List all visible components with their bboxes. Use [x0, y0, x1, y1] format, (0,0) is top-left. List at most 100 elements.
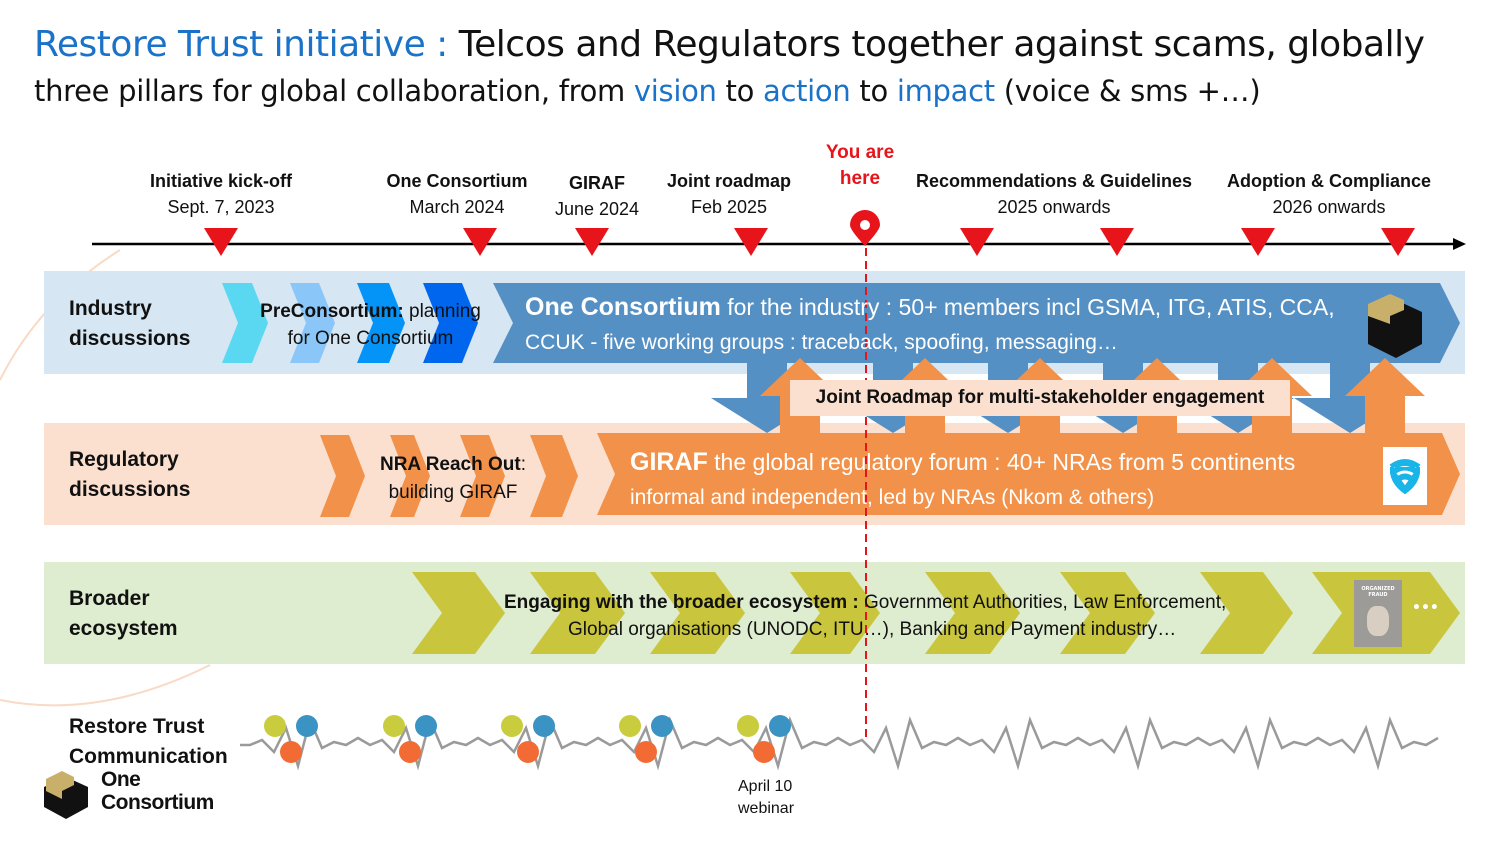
preconsortium-line2: for One Consortium: [287, 328, 454, 349]
one-consortium-text: One Consortium for the industry : 50+ me…: [525, 290, 1335, 360]
webinar-text: webinar: [738, 800, 795, 817]
label-line: Broader: [69, 587, 150, 610]
subtitle-text: three pillars for global collaboration, …: [34, 74, 634, 108]
communication-dot-icon: [296, 715, 318, 737]
report-title: ORGANIZED FRAUD: [1361, 586, 1395, 598]
one-consortium-logo-icon: [40, 765, 92, 821]
webinar-date: April 10: [738, 778, 793, 795]
industry-chevron: [423, 283, 478, 363]
milestone-marker-icon: [463, 228, 497, 256]
regulatory-chevron: [390, 435, 430, 517]
broader-chevron: [790, 572, 880, 654]
broader-bold: Engaging with the broader ecosystem :: [504, 592, 859, 613]
nra-line2: building GIRAF: [388, 482, 518, 503]
milestone-title: Adoption & Compliance: [1227, 171, 1431, 191]
page-subtitle: three pillars for global collaboration, …: [34, 74, 1261, 108]
broader-chevron: [1060, 572, 1155, 654]
milestone-marker-icon: [960, 228, 994, 256]
one-consortium-arrow: [493, 283, 1460, 363]
joint-roadmap-label: Joint Roadmap for multi-stakeholder enga…: [790, 380, 1290, 416]
giraf-logo-icon: [1383, 447, 1427, 505]
webinar-label: April 10 webinar: [738, 776, 794, 820]
industry-chevron: [357, 283, 405, 363]
subtitle-text: (voice & sms +…): [994, 74, 1261, 108]
communication-wave: [240, 716, 1439, 771]
you-are-here-line2: here: [839, 168, 881, 189]
you-are-here-line1: You are: [825, 142, 895, 163]
nra-bold: NRA Reach Out: [379, 454, 521, 475]
milestone-title: Initiative kick-off: [149, 171, 293, 191]
one-consortium-bold: One Consortium: [525, 293, 721, 321]
label-line: Communication: [69, 745, 228, 768]
label-line: Restore Trust: [69, 715, 205, 738]
location-pin-icon: [860, 220, 870, 230]
up-arrow-icon: [1345, 358, 1425, 433]
milestone-title: Recommendations & Guidelines: [915, 171, 1193, 191]
communication-dot-icon: [619, 715, 641, 737]
milestone-recommendations: Recommendations & Guidelines 2025 onwards: [916, 168, 1192, 220]
milestone-title: GIRAF: [568, 173, 625, 193]
milestone-marker-icon: [204, 228, 238, 256]
milestone-title: One Consortium: [386, 171, 528, 191]
industry-chevron: [290, 283, 335, 363]
subtitle-text: to: [716, 74, 763, 108]
broader-line2: Global organisations (UNODC, ITU…), Bank…: [568, 619, 1177, 640]
communication-dot-icon: [533, 715, 555, 737]
logo-line2: Consortium: [101, 791, 214, 814]
communication-dot-icon: [280, 741, 302, 763]
title-highlight: Restore Trust initiative :: [34, 24, 448, 65]
title-rest: Telcos and Regulators together against s…: [447, 24, 1425, 65]
milestone-marker-icon: [1100, 228, 1134, 256]
milestone-title: Joint roadmap: [666, 171, 792, 191]
row-label-industry: Industry discussions: [69, 294, 190, 354]
subtitle-action: action: [762, 74, 851, 108]
communication-dot-icon: [753, 741, 775, 763]
broader-ecosystem-text: Engaging with the broader ecosystem : Go…: [504, 589, 1226, 643]
milestone-adoption: Adoption & Compliance 2026 onwards: [1227, 168, 1431, 220]
broader-chevron: [1200, 572, 1293, 654]
regulatory-chevron: [460, 435, 505, 517]
giraf-bold: GIRAF: [630, 448, 708, 476]
nra-rest: :: [520, 454, 527, 475]
broader-chevron: [650, 572, 745, 654]
giraf-rest: the global regulatory forum : 40+ NRAs f…: [707, 449, 1296, 475]
regulatory-chevron: [530, 435, 578, 517]
label-line: discussions: [69, 327, 191, 350]
communication-dot-icon: [415, 715, 437, 737]
milestone-date: 2026 onwards: [1272, 197, 1386, 217]
broader-chevron: [530, 572, 625, 654]
label-line: Regulatory: [69, 448, 179, 471]
communication-dot-icon: [264, 715, 286, 737]
subtitle-impact: impact: [896, 74, 995, 108]
milestone-date: 2025 onwards: [997, 197, 1111, 217]
broader-chevron: [412, 572, 505, 654]
page-title: Restore Trust initiative : Telcos and Re…: [34, 24, 1425, 65]
one-consortium-line2: CCUK - five working groups : traceback, …: [525, 331, 1118, 354]
communication-dot-icon: [635, 741, 657, 763]
milestone-date: Feb 2025: [690, 197, 768, 217]
giraf-arrow: [597, 433, 1460, 515]
regulatory-chevron: [320, 435, 365, 517]
giraf-text: GIRAF the global regulatory forum : 40+ …: [630, 445, 1295, 515]
you-are-here-label: You are here: [826, 140, 894, 192]
organized-fraud-report-icon: ORGANIZED FRAUD: [1354, 580, 1402, 647]
communication-dot-icon: [651, 715, 673, 737]
subtitle-vision: vision: [633, 74, 717, 108]
more-icon: •••: [1412, 600, 1439, 616]
giraf-line2: informal and independent, led by NRAs (N…: [630, 486, 1155, 509]
subtitle-text: to: [850, 74, 897, 108]
communication-dot-icon: [517, 741, 539, 763]
milestone-marker-icon: [1381, 228, 1415, 256]
nra-reach-out-text: NRA Reach Out:building GIRAF: [363, 451, 543, 507]
milestone-date: March 2024: [409, 197, 505, 217]
label-line: Industry: [69, 297, 152, 320]
broader-rest: Government Authorities, Law Enforcement,: [858, 592, 1227, 613]
industry-chevron: [222, 283, 268, 363]
milestone-date: June 2024: [554, 199, 640, 219]
